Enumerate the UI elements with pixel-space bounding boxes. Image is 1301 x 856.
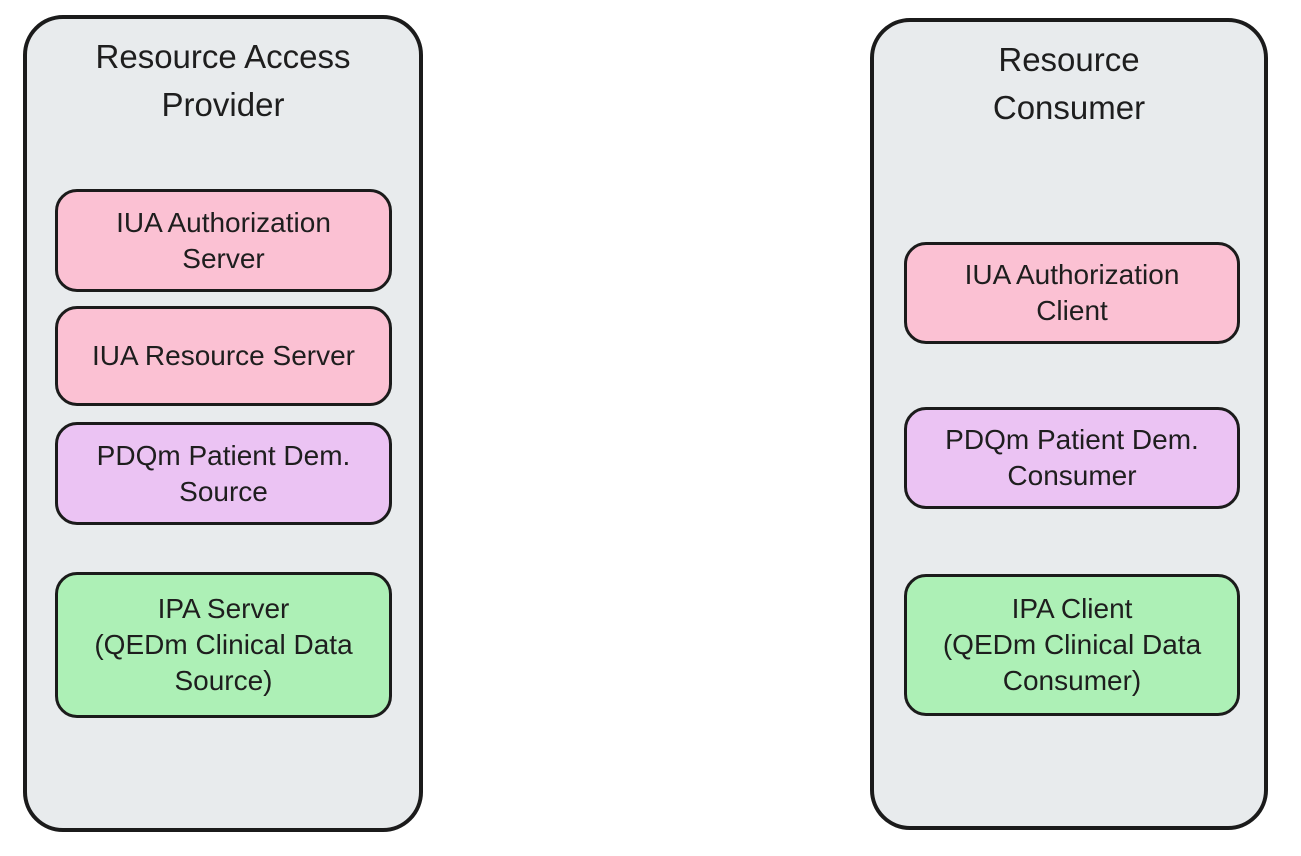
box-label-line: Source) [174,665,273,696]
box-pdqm-patient-dem-consumer: PDQm Patient Dem. Consumer [904,407,1240,509]
box-label-line: IPA Client [1011,593,1133,624]
box-label-line: PDQm Patient Dem. [945,424,1199,455]
box-ipa-client-qedm-clinical-data-consumer: IPA Client (QEDm Clinical Data Consumer) [904,574,1240,716]
box-iua-resource-server: IUA Resource Server [55,306,392,406]
title-line: Resource [998,41,1140,78]
container-title-resource-consumer: Resource Consumer [874,36,1264,132]
box-label-line: Client [1036,295,1108,326]
box-label-line: PDQm Patient Dem. [96,439,351,471]
box-iua-authorization-client: IUA Authorization Client [904,242,1240,344]
container-resource-access-provider: Resource Access Provider IUA Authorizati… [23,15,423,832]
container-title-resource-access-provider: Resource Access Provider [27,33,419,129]
box-iua-authorization-server: IUA Authorization Server [55,189,392,292]
box-label-line: (QEDm Clinical Data [942,629,1202,660]
box-label-line: Consumer) [1002,665,1142,696]
box-ipa-server-qedm-clinical-data-source: IPA Server (QEDm Clinical Data Source) [55,572,392,718]
title-line: Provider [161,86,285,123]
title-line: Consumer [992,89,1146,126]
container-resource-consumer: Resource Consumer IUA Authorization Clie… [870,18,1268,830]
box-label-line: Consumer [1007,460,1137,491]
box-label-line: IUA Authorization [116,206,331,238]
box-label-line: IUA Resource Server [92,340,355,371]
title-line: Resource Access [95,38,351,75]
box-label-line: Server [182,242,265,274]
box-label-line: Source [179,475,268,507]
box-label-line: IPA Server [157,593,290,624]
box-label-line: IUA Authorization [964,259,1180,290]
box-pdqm-patient-dem-source: PDQm Patient Dem. Source [55,422,392,525]
box-label-line: (QEDm Clinical Data [94,629,353,660]
